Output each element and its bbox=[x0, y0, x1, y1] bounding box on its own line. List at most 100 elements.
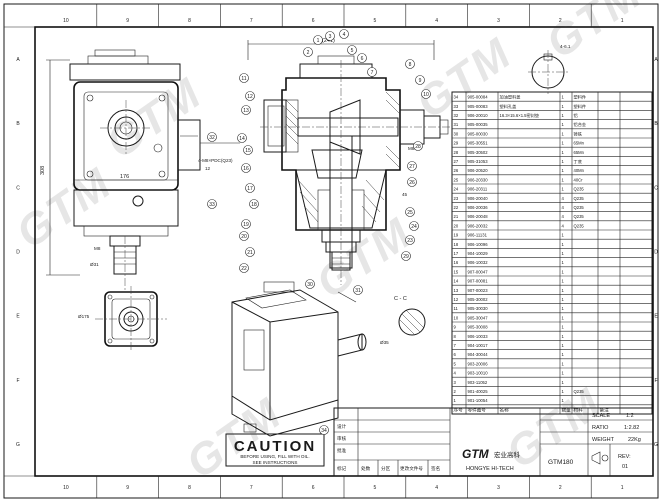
svg-text:33: 33 bbox=[209, 202, 215, 208]
bom-cell: 40Cr bbox=[574, 177, 584, 182]
callout-bubble: 4 bbox=[339, 29, 349, 39]
svg-text:25: 25 bbox=[407, 210, 413, 216]
bom-cell: 15 bbox=[454, 269, 459, 274]
svg-text:2: 2 bbox=[307, 50, 310, 56]
bom-cell: 1 bbox=[562, 131, 565, 136]
bom-cell: 65Mn bbox=[574, 150, 585, 155]
dim-depth: 12 bbox=[205, 166, 211, 171]
bom-cell: 905-30030 bbox=[468, 306, 489, 311]
svg-text:23: 23 bbox=[407, 238, 413, 244]
bom-cell: 22 bbox=[454, 205, 459, 210]
projection-symbol bbox=[591, 451, 609, 465]
isometric-view bbox=[231, 281, 367, 437]
bom-cell: 4 bbox=[562, 205, 565, 210]
bom-cell: 905-00083 bbox=[468, 104, 489, 109]
footer-signature: 签名 bbox=[431, 465, 440, 472]
zone-number: 5 bbox=[374, 18, 377, 24]
footer-mark: 标记 bbox=[337, 465, 347, 472]
callout-bubble: 9 bbox=[415, 75, 425, 85]
watermark: GTM GTM GTM GTM GTM GTM GTM bbox=[8, 0, 651, 488]
svg-text:21: 21 bbox=[247, 250, 253, 256]
bom-cell: 8 bbox=[454, 334, 457, 339]
zone-number: 3 bbox=[497, 18, 500, 24]
svg-text:5: 5 bbox=[351, 48, 354, 54]
bom-header: 序号 bbox=[454, 407, 464, 414]
zone-letter: C bbox=[654, 185, 658, 191]
zone-number: 1 bbox=[621, 18, 624, 24]
bom-cell: Q235 bbox=[574, 196, 585, 201]
bom-cell: 907-00047 bbox=[468, 269, 489, 274]
bom-cell: 4 bbox=[562, 223, 565, 228]
svg-text:20: 20 bbox=[241, 234, 247, 240]
bom-cell: 20 bbox=[454, 223, 459, 228]
scale-value: 1:2 bbox=[626, 413, 634, 419]
bom-cell: 23 bbox=[454, 196, 459, 201]
bom-cell: 1 bbox=[562, 113, 565, 118]
svg-text:24: 24 bbox=[411, 224, 417, 230]
bom-cell: 7 bbox=[454, 343, 457, 348]
svg-text:7: 7 bbox=[371, 70, 374, 76]
bom-cell: Q235 bbox=[574, 187, 585, 192]
bom-cell: 1 bbox=[562, 380, 565, 385]
bom-cell: 1 bbox=[562, 122, 565, 127]
bom-cell: 905-00035 bbox=[468, 122, 489, 127]
svg-text:1: 1 bbox=[317, 38, 320, 44]
dim-m8: M8 bbox=[94, 246, 101, 251]
bom-cell: 906-20311 bbox=[468, 187, 488, 192]
bom-cell: 铝合金 bbox=[574, 121, 587, 128]
bom-cell: 1 bbox=[562, 269, 565, 274]
bom-cell: 27 bbox=[454, 159, 459, 164]
bom-cell: 906-10033 bbox=[468, 334, 489, 339]
bom-cell: 1 bbox=[562, 150, 565, 155]
bom-cell: 31 bbox=[454, 122, 459, 127]
callout-bubble: 14 bbox=[237, 133, 247, 143]
bom-cell: 1 bbox=[562, 104, 565, 109]
caution-title: CAUTION bbox=[234, 438, 316, 455]
callout-bubble: 25 bbox=[405, 207, 415, 217]
zone-number: 6 bbox=[312, 18, 315, 24]
bom-header: 材料 bbox=[574, 407, 584, 414]
dim-height: 308 bbox=[40, 166, 46, 175]
caution-label: CAUTION BEFORE USING, FILL WITH OIL. SEE… bbox=[225, 433, 325, 467]
zone-number: 7 bbox=[250, 485, 253, 491]
dim-flange-holes: 4-M8×PDC(Q23) bbox=[198, 158, 233, 163]
rev-label: REV: bbox=[618, 454, 631, 460]
svg-text:30: 30 bbox=[307, 282, 313, 288]
bom-cell: 3 bbox=[454, 380, 457, 385]
bom-header: 零件图号 bbox=[468, 407, 487, 414]
bom-cell: 1 bbox=[562, 306, 565, 311]
dim-width-176: 176 bbox=[120, 174, 129, 180]
bom-cell: 906-11131 bbox=[468, 233, 488, 238]
bom-cell: 901-40025 bbox=[468, 389, 489, 394]
bom-cell: 1 bbox=[562, 371, 565, 376]
bom-cell: 1 bbox=[562, 389, 565, 394]
callout-bubble: 33 bbox=[207, 199, 217, 209]
callout-bubble: 18 bbox=[249, 199, 259, 209]
bom-cell: 1 bbox=[562, 315, 565, 320]
zone-letter: E bbox=[16, 314, 20, 320]
zone-letter: E bbox=[654, 314, 658, 320]
callout-bubble: 6 bbox=[357, 53, 367, 63]
zone-letter: D bbox=[16, 250, 20, 256]
bom-cell: 907-00023 bbox=[468, 288, 489, 293]
zone-number: 8 bbox=[188, 485, 191, 491]
bom-cell: 13 bbox=[454, 288, 459, 293]
zone-letter: F bbox=[654, 378, 657, 384]
callout-bubble: 12 bbox=[245, 91, 255, 101]
bom-cell: 905-30002 bbox=[468, 297, 489, 302]
bom-cell: 28 bbox=[454, 150, 459, 155]
bom-cell: 905-30047 bbox=[468, 315, 489, 320]
zone-number: 9 bbox=[126, 485, 129, 491]
bom-cell: 901-10054 bbox=[468, 398, 489, 403]
bom-cell: 903-11052 bbox=[468, 380, 488, 385]
bom-cell: 903-10010 bbox=[468, 371, 489, 376]
callout-bubble: 8 bbox=[405, 59, 415, 69]
svg-text:27: 27 bbox=[409, 164, 415, 170]
bom-cell: 906-20048 bbox=[468, 214, 489, 219]
svg-text:11: 11 bbox=[241, 76, 246, 82]
bom-cell: 1 bbox=[562, 159, 565, 164]
rev-value: 01 bbox=[622, 464, 628, 470]
